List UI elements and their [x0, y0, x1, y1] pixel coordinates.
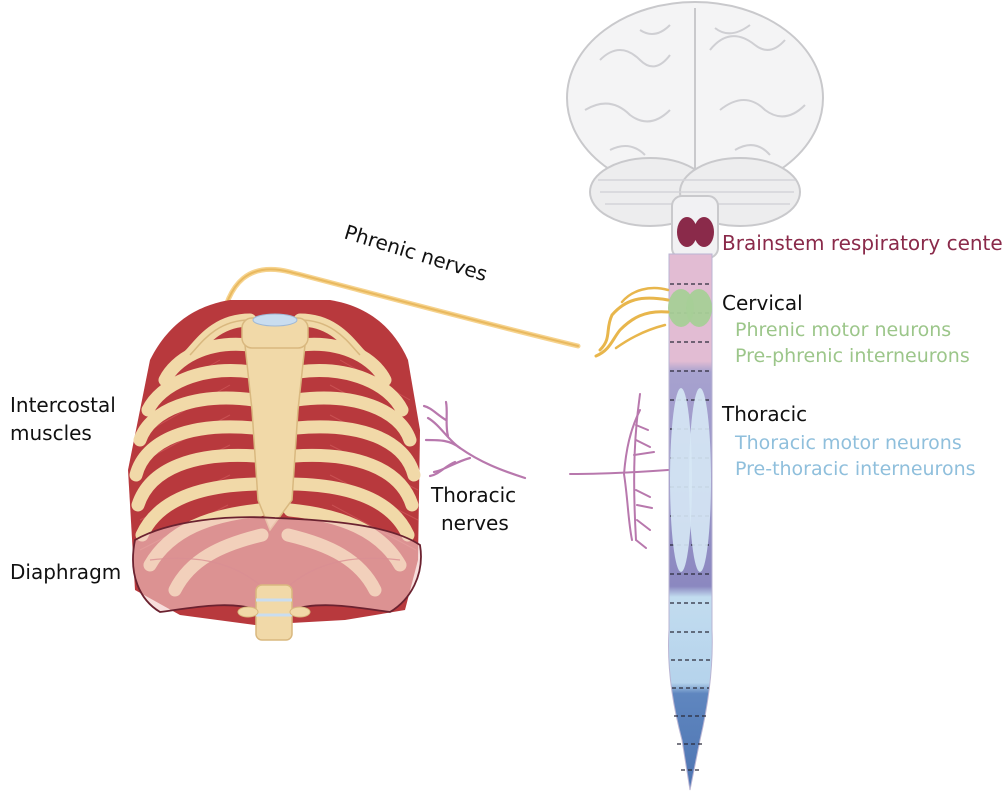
thoracic-nerves-label-line2: nerves	[441, 512, 509, 535]
thoracic-motor-neuron-column	[670, 388, 692, 572]
thoracic-nerve-branch	[424, 402, 525, 478]
intercostal-label-line2: muscles	[10, 422, 92, 445]
thoracic-nerves-cord	[570, 394, 668, 548]
brainstem-label: Brainstem respiratory centers	[722, 232, 1004, 255]
diaphragm	[133, 517, 421, 640]
phrenic-nerves-label: Phrenic nerves	[342, 220, 491, 286]
intercostal-label-line1: Intercostal	[10, 394, 116, 417]
cervical-label: Cervical	[722, 292, 803, 315]
brain	[567, 2, 823, 258]
thoracic-label: Thoracic	[722, 403, 807, 426]
spinal-cord	[668, 254, 712, 790]
phrenic-motor-neurons-label: Phrenic motor neurons	[735, 320, 951, 342]
diaphragm-label: Diaphragm	[10, 561, 121, 584]
thoracic-nerves-label-line1: Thoracic	[431, 484, 516, 507]
thoracic-motor-neurons-label: Thoracic motor neurons	[735, 433, 962, 455]
pre-thoracic-interneurons-label: Pre-thoracic interneurons	[735, 459, 976, 481]
brainstem-right-center	[694, 217, 714, 247]
pre-phrenic-interneurons-label: Pre-phrenic interneurons	[735, 346, 970, 368]
